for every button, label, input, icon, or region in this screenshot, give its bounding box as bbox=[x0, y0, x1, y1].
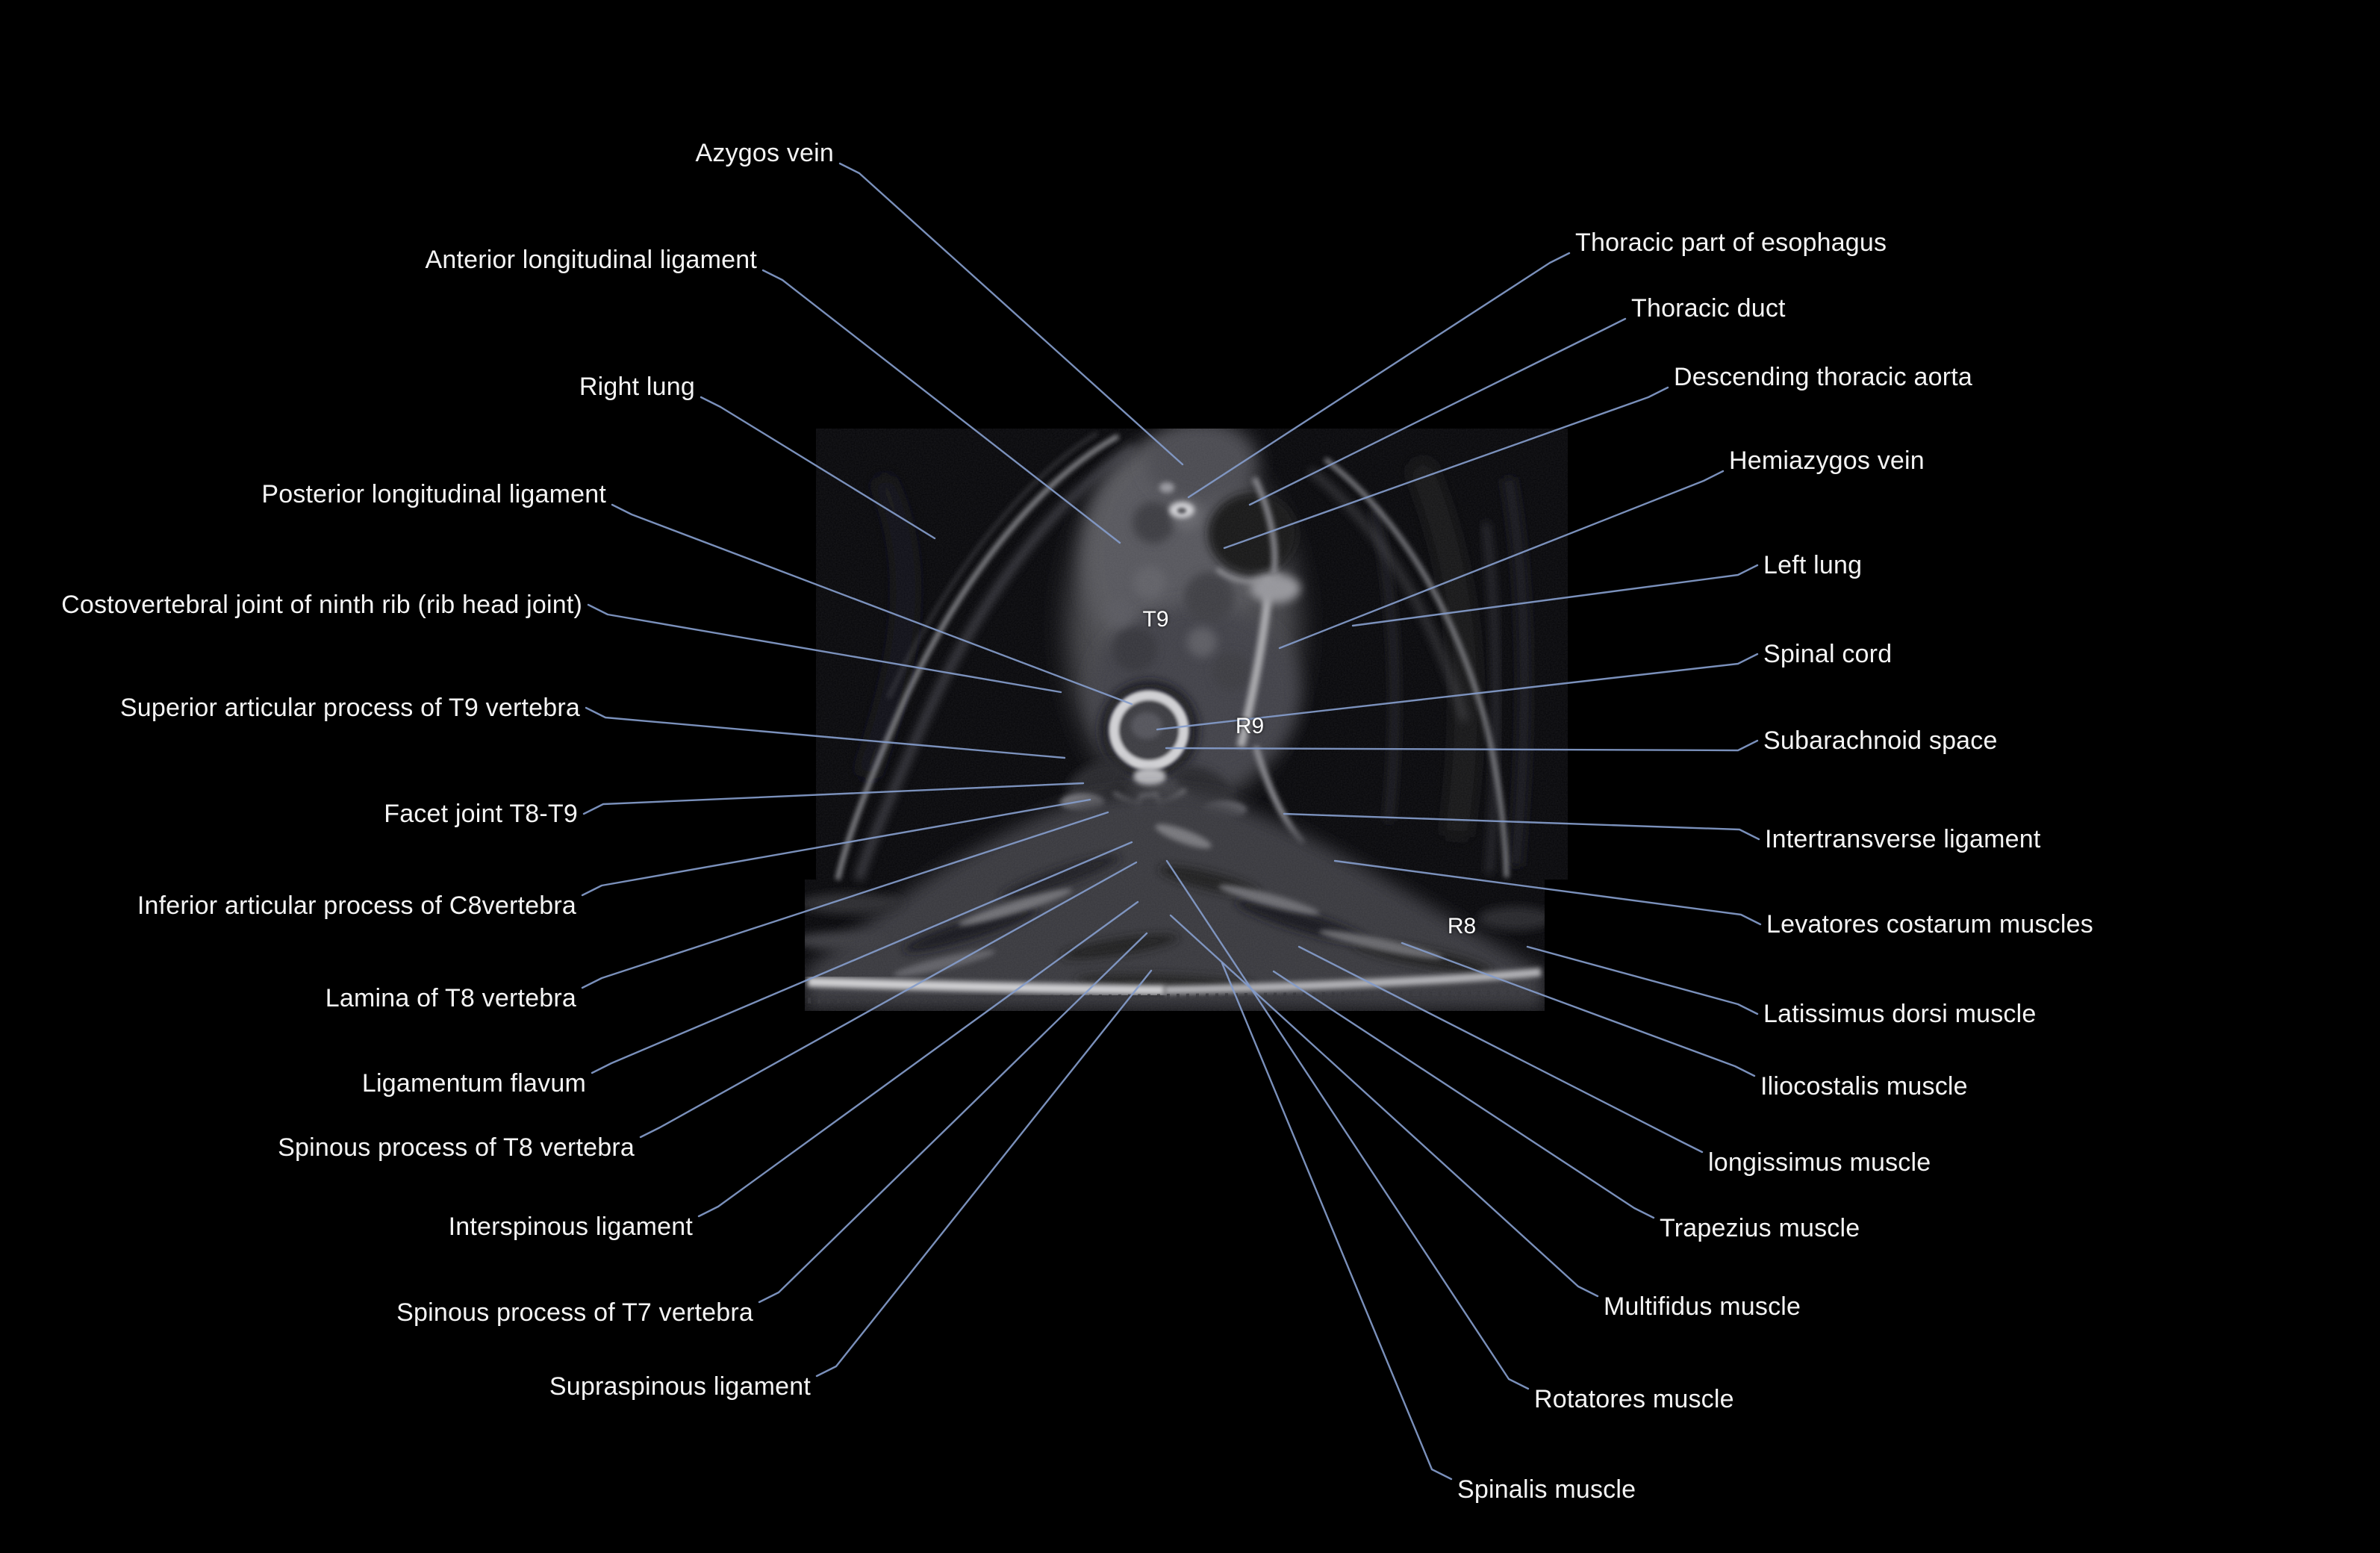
anatomy-label-subarachnoid-space: Subarachnoid space bbox=[1763, 726, 1998, 755]
anatomy-label-spinalis-muscle: Spinalis muscle bbox=[1457, 1475, 1636, 1504]
leader-line-spinous-process-t8 bbox=[639, 861, 1138, 1139]
anatomy-label-inferior-articular-process-c8: Inferior articular process of C8vertebra bbox=[137, 891, 576, 920]
level-marker-t9: T9 bbox=[1142, 607, 1169, 632]
anatomy-label-levatores-costarum-muscles: Levatores costarum muscles bbox=[1766, 910, 2093, 939]
leader-line-rotatores-muscle bbox=[1165, 859, 1530, 1390]
anatomy-label-thoracic-duct: Thoracic duct bbox=[1631, 294, 1786, 323]
anatomy-label-facet-joint-t8-t9: Facet joint T8-T9 bbox=[384, 800, 578, 828]
leader-line-costovertebral-joint-ninth-rib bbox=[587, 603, 1062, 694]
anatomy-label-latissimus-dorsi-muscle: Latissimus dorsi muscle bbox=[1763, 1000, 2037, 1028]
leader-line-left-lung bbox=[1351, 564, 1759, 627]
leader-line-interspinous-ligament bbox=[697, 900, 1139, 1218]
anatomy-label-thoracic-part-of-esophagus: Thoracic part of esophagus bbox=[1575, 228, 1887, 257]
leader-line-right-lung bbox=[700, 396, 936, 540]
leader-line-facet-joint-t8-t9 bbox=[582, 782, 1085, 815]
anatomy-label-anterior-longitudinal-ligament: Anterior longitudinal ligament bbox=[425, 246, 757, 274]
anatomy-label-intertransverse-ligament: Intertransverse ligament bbox=[1765, 825, 2041, 853]
leader-line-thoracic-duct bbox=[1248, 317, 1627, 506]
leader-line-hemiazygos-vein bbox=[1278, 470, 1725, 650]
leader-line-longissimus-muscle bbox=[1298, 945, 1704, 1154]
leader-line-lamina-of-t8 bbox=[581, 811, 1109, 989]
leader-line-spinalis-muscle bbox=[1221, 962, 1453, 1481]
anatomy-label-supraspinous-ligament: Supraspinous ligament bbox=[549, 1372, 811, 1401]
anatomy-label-trapezius-muscle: Trapezius muscle bbox=[1660, 1214, 1860, 1242]
anatomy-label-iliocostalis-muscle: Iliocostalis muscle bbox=[1760, 1072, 1968, 1101]
level-marker-r9: R9 bbox=[1235, 714, 1265, 738]
leader-line-supraspinous-ligament bbox=[815, 969, 1153, 1378]
anatomy-label-longissimus-muscle: longissimus muscle bbox=[1708, 1148, 1931, 1177]
anatomy-label-azygos-vein: Azygos vein bbox=[695, 139, 834, 167]
anatomy-label-lamina-of-t8: Lamina of T8 vertebra bbox=[325, 984, 576, 1012]
leader-line-spinal-cord bbox=[1156, 653, 1759, 731]
anatomy-label-posterior-longitudinal-ligament: Posterior longitudinal ligament bbox=[261, 480, 606, 508]
leader-line-inferior-articular-process-c8 bbox=[581, 798, 1091, 897]
leader-line-descending-thoracic-aorta bbox=[1223, 386, 1669, 550]
anatomy-label-rotatores-muscle: Rotatores muscle bbox=[1534, 1385, 1734, 1413]
anatomy-label-descending-thoracic-aorta: Descending thoracic aorta bbox=[1674, 363, 1973, 391]
leader-line-anterior-longitudinal-ligament bbox=[761, 269, 1121, 544]
anatomy-label-superior-articular-process-t9: Superior articular process of T9 vertebr… bbox=[119, 694, 580, 722]
leader-line-azygos-vein bbox=[838, 162, 1184, 466]
leader-line-superior-articular-process-t9 bbox=[585, 706, 1066, 759]
anatomy-label-hemiazygos-vein: Hemiazygos vein bbox=[1729, 446, 1925, 475]
anatomy-label-multifidus-muscle: Multifidus muscle bbox=[1604, 1292, 1801, 1321]
leader-line-levatores-costarum-muscles bbox=[1333, 859, 1762, 926]
leader-line-ligamentum-flavum bbox=[591, 841, 1133, 1074]
anatomy-label-spinal-cord: Spinal cord bbox=[1763, 640, 1893, 668]
anatomy-label-right-lung: Right lung bbox=[579, 373, 695, 401]
leader-lines bbox=[581, 162, 1762, 1481]
leader-line-latissimus-dorsi-muscle bbox=[1526, 945, 1759, 1015]
anatomy-label-spinous-process-t8: Spinous process of T8 vertebra bbox=[278, 1133, 635, 1162]
leader-line-trapezius-muscle bbox=[1272, 970, 1655, 1219]
leader-line-subarachnoid-space bbox=[1165, 739, 1759, 752]
anatomy-label-left-lung: Left lung bbox=[1763, 551, 1863, 579]
level-marker-r8: R8 bbox=[1447, 914, 1477, 939]
anatomy-label-costovertebral-joint-ninth-rib: Costovertebral joint of ninth rib (rib h… bbox=[61, 591, 582, 619]
leader-line-iliocostalis-muscle bbox=[1401, 942, 1756, 1077]
leader-line-posterior-longitudinal-ligament bbox=[611, 503, 1133, 706]
anatomy-label-spinous-process-t7: Spinous process of T7 vertebra bbox=[396, 1298, 753, 1327]
mri-image bbox=[805, 429, 1568, 1011]
anatomy-label-ligamentum-flavum: Ligamentum flavum bbox=[361, 1069, 586, 1098]
leader-line-spinous-process-t7 bbox=[758, 932, 1148, 1304]
leader-line-intertransverse-ligament bbox=[1283, 812, 1760, 841]
leader-line-thoracic-part-of-esophagus bbox=[1187, 252, 1571, 499]
anatomy-label-interspinous-ligament: Interspinous ligament bbox=[448, 1213, 693, 1241]
leader-line-multifidus-muscle bbox=[1169, 914, 1599, 1298]
